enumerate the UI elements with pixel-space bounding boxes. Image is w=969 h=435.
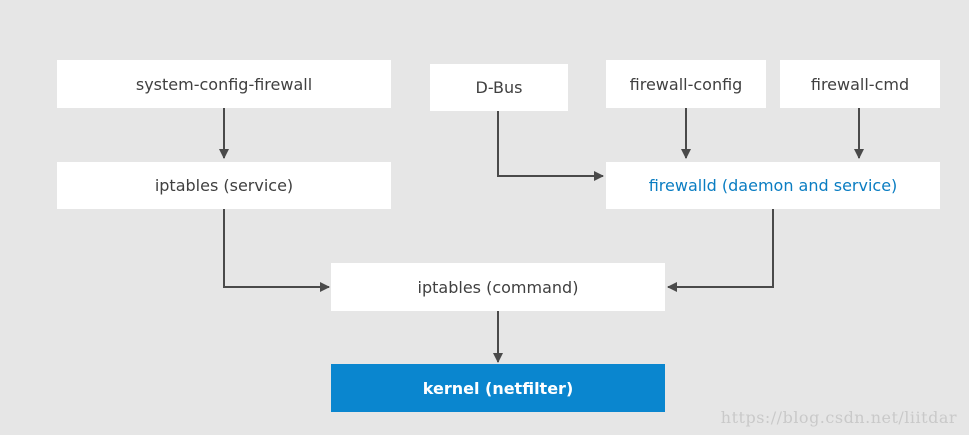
node-system-config-firewall: system-config-firewall	[57, 60, 391, 108]
edge-dbus-to-firewalld	[497, 111, 604, 181]
node-firewall-config: firewall-config	[606, 60, 766, 108]
edge-firewalld-to-command	[667, 209, 774, 292]
watermark: https://blog.csdn.net/liitdar	[720, 408, 957, 427]
node-dbus: D-Bus	[430, 64, 568, 111]
node-firewall-cmd: firewall-cmd	[780, 60, 940, 108]
node-iptables-command: iptables (command)	[331, 263, 665, 311]
node-kernel-netfilter: kernel (netfilter)	[331, 364, 665, 412]
edge-iptables-service-to-command	[223, 209, 330, 292]
node-iptables-service: iptables (service)	[57, 162, 391, 209]
node-firewalld: firewalld (daemon and service)	[606, 162, 940, 209]
